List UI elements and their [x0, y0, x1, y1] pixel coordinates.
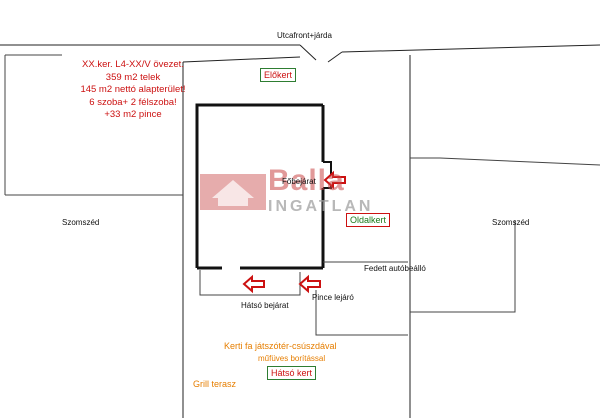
- info-line: XX.ker. L4-XX/V övezet.: [82, 59, 184, 70]
- house-wall-left: [195, 103, 323, 268]
- cellar-entrance-label: Pince lejáró: [312, 293, 354, 302]
- street-line-right: [341, 44, 600, 53]
- main-entrance-arrow-icon: [323, 170, 346, 190]
- plot-front-boundary: [182, 56, 301, 63]
- parking-outline: [315, 290, 408, 336]
- watermark-brand: Balla: [268, 164, 345, 197]
- back-garden-label: Hátsó kert: [267, 366, 317, 380]
- watermark-house-logo-icon: [200, 174, 266, 210]
- info-line: 359 m2 telek: [105, 71, 161, 83]
- gate-right: [327, 51, 343, 63]
- street-label: Utcafront+járda: [277, 31, 332, 40]
- neighbor-left-label: Szomszéd: [62, 218, 100, 227]
- turf-label: műfüves borítással: [258, 354, 326, 363]
- back-entrance-arrow-icon: [242, 274, 265, 294]
- property-info: XX.ker. L4-XX/V övezet. 359 m2 telek 145…: [58, 59, 208, 122]
- covered-parking-label: Fedett autóbeálló: [364, 264, 426, 273]
- neighbor-right-label: Szomszéd: [492, 218, 530, 227]
- info-line: 6 szoba+ 2 félszoba!: [89, 96, 177, 108]
- info-line: 145 m2 nettó alapterület!: [80, 84, 186, 95]
- grill-terrace-label: Grill terasz: [193, 379, 237, 389]
- neighbor-right-top: [410, 157, 600, 166]
- back-entrance-label: Hátsó bejárat: [241, 301, 289, 310]
- front-garden-label: Előkert: [260, 68, 297, 82]
- info-line: +33 m2 pince: [104, 109, 162, 120]
- playground-label: Kerti fa játszótér-csúszdával: [224, 341, 337, 351]
- side-garden-label: Oldalkert: [346, 213, 391, 227]
- watermark-sub: INGATLAN: [268, 198, 374, 215]
- main-entrance-label: Főbejárat: [282, 177, 316, 186]
- neighbor-right-lower: [410, 220, 516, 313]
- gate-left: [299, 44, 317, 61]
- cellar-entrance-arrow-icon: [298, 274, 321, 294]
